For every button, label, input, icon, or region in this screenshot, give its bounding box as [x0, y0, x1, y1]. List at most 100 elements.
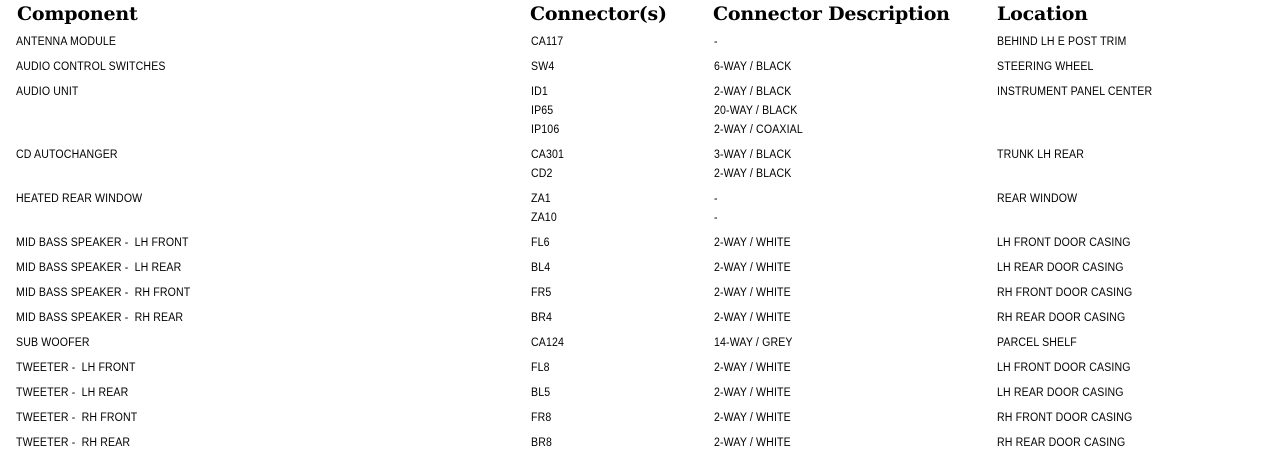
cell-line: ID1 [531, 86, 548, 98]
cell-location: RH FRONT DOOR CASING [997, 284, 1238, 303]
table-row: MID BASS SPEAKER - LH FRONT FL6 2-WAY / WH… [0, 234, 1264, 259]
cell-line: REAR WINDOW [997, 193, 1078, 205]
cell-line: MID BASS SPEAKER - LH REAR [16, 262, 182, 274]
cell-line: 2-WAY / WHITE [714, 262, 791, 274]
cell-line: CA124 [531, 337, 565, 349]
cell-connectors: FR8 [531, 409, 692, 428]
cell-line: 2-WAY / WHITE [714, 437, 791, 449]
cell-line: SUB WOOFER [16, 337, 90, 349]
cell-connectors: CA124 [531, 334, 692, 353]
cell-location: RH FRONT DOOR CASING [997, 409, 1238, 428]
cell-connector-description: -- [714, 190, 967, 228]
cell-line: LH FRONT DOOR CASING [997, 362, 1131, 374]
cell-line: 2-WAY / WHITE [714, 362, 791, 374]
cell-location: LH REAR DOOR CASING [997, 259, 1238, 278]
cell-line: BL4 [531, 262, 551, 274]
column-header-connector-description: Connector Description [713, 3, 950, 25]
cell-line: LH REAR DOOR CASING [997, 387, 1124, 399]
cell-connectors: BL4 [531, 259, 692, 278]
cell-line: RH FRONT DOOR CASING [997, 412, 1133, 424]
cell-connector-description: 2-WAY / WHITE [714, 434, 967, 453]
table-header-row: Component Connector(s) Connector Descrip… [0, 0, 1264, 30]
cell-connectors: BR4 [531, 309, 692, 328]
cell-line: AUDIO CONTROL SWITCHES [16, 61, 166, 73]
cell-line: 2-WAY / WHITE [714, 237, 791, 249]
cell-connectors: FR5 [531, 284, 692, 303]
cell-line: CA301 [531, 149, 565, 161]
cell-connector-description: 6-WAY / BLACK [714, 58, 967, 77]
table-row: MID BASS SPEAKER - RH FRONT FR5 2-WAY / WH… [0, 284, 1264, 309]
cell-component: TWEETER - LH FRONT [16, 359, 481, 378]
cell-line: SW4 [531, 61, 555, 73]
cell-line: - [714, 36, 718, 48]
cell-line: TWEETER - RH FRONT [16, 412, 138, 424]
cell-connector-description: 2-WAY / WHITE [714, 309, 967, 328]
cell-location: TRUNK LH REAR [997, 146, 1238, 184]
cell-component: TWEETER - RH REAR [16, 434, 481, 453]
cell-connector-description: 14-WAY / GREY [714, 334, 967, 353]
cell-line: FL6 [531, 237, 550, 249]
cell-connector-description: 2-WAY / WHITE [714, 259, 967, 278]
cell-line: RH FRONT DOOR CASING [997, 287, 1133, 299]
cell-connectors: BL5 [531, 384, 692, 403]
cell-line: FL8 [531, 362, 550, 374]
cell-component: CD AUTOCHANGER [16, 146, 481, 184]
cell-line: RH REAR DOOR CASING [997, 437, 1126, 449]
cell-line: FR8 [531, 412, 552, 424]
cell-connectors: SW4 [531, 58, 692, 77]
cell-line: TWEETER - LH FRONT [16, 362, 136, 374]
cell-component: MID BASS SPEAKER - LH FRONT [16, 234, 481, 253]
table-row: MID BASS SPEAKER - RH REAR BR4 2-WAY / WHI… [0, 309, 1264, 334]
cell-line: TWEETER - RH REAR [16, 437, 131, 449]
cell-component: HEATED REAR WINDOW [16, 190, 481, 228]
cell-location: LH FRONT DOOR CASING [997, 359, 1238, 378]
cell-location: PARCEL SHELF [997, 334, 1238, 353]
cell-line: IP65 [531, 105, 554, 117]
cell-line: INSTRUMENT PANEL CENTER [997, 86, 1153, 98]
cell-line: CD2 [531, 168, 553, 180]
cell-line: - [714, 212, 718, 224]
cell-line: STEERING WHEEL [997, 61, 1094, 73]
cell-line: TWEETER - LH REAR [16, 387, 129, 399]
cell-line: BEHIND LH E POST TRIM [997, 36, 1127, 48]
cell-connector-description: - [714, 33, 967, 52]
cell-component: TWEETER - LH REAR [16, 384, 481, 403]
cell-location: INSTRUMENT PANEL CENTER [997, 83, 1238, 140]
cell-line: 2-WAY / WHITE [714, 387, 791, 399]
cell-line: 6-WAY / BLACK [714, 61, 792, 73]
cell-connector-description: 2-WAY / WHITE [714, 234, 967, 253]
cell-line: MID BASS SPEAKER - RH FRONT [16, 287, 191, 299]
table-row: TWEETER - LH REAR BL5 2-WAY / WHITE LH REAR… [0, 384, 1264, 409]
table-row: TWEETER - LH FRONT FL8 2-WAY / WHITE LH FRO… [0, 359, 1264, 384]
table-row: SUB WOOFER CA124 14-WAY / GREY PARCEL SHELF [0, 334, 1264, 359]
cell-line: LH REAR DOOR CASING [997, 262, 1124, 274]
cell-location: LH FRONT DOOR CASING [997, 234, 1238, 253]
cell-location: RH REAR DOOR CASING [997, 434, 1238, 453]
cell-component: ANTENNA MODULE [16, 33, 481, 52]
cell-location: REAR WINDOW [997, 190, 1238, 228]
cell-line: CD AUTOCHANGER [16, 149, 118, 161]
cell-component: SUB WOOFER [16, 334, 481, 353]
cell-line: 14-WAY / GREY [714, 337, 793, 349]
table-row: MID BASS SPEAKER - LH REAR BL4 2-WAY / WHI… [0, 259, 1264, 284]
cell-line: MID BASS SPEAKER - RH REAR [16, 312, 184, 324]
cell-line: 20-WAY / BLACK [714, 105, 798, 117]
cell-connector-description: 2-WAY / WHITE [714, 359, 967, 378]
cell-line: - [714, 193, 718, 205]
cell-line: MID BASS SPEAKER - LH FRONT [16, 237, 189, 249]
cell-line: HEATED REAR WINDOW [16, 193, 143, 205]
cell-location: BEHIND LH E POST TRIM [997, 33, 1238, 52]
cell-component: AUDIO UNIT [16, 83, 481, 140]
cell-line: 2-WAY / BLACK [714, 86, 792, 98]
cell-line: TRUNK LH REAR [997, 149, 1085, 161]
cell-connector-description: 2-WAY / WHITE [714, 284, 967, 303]
